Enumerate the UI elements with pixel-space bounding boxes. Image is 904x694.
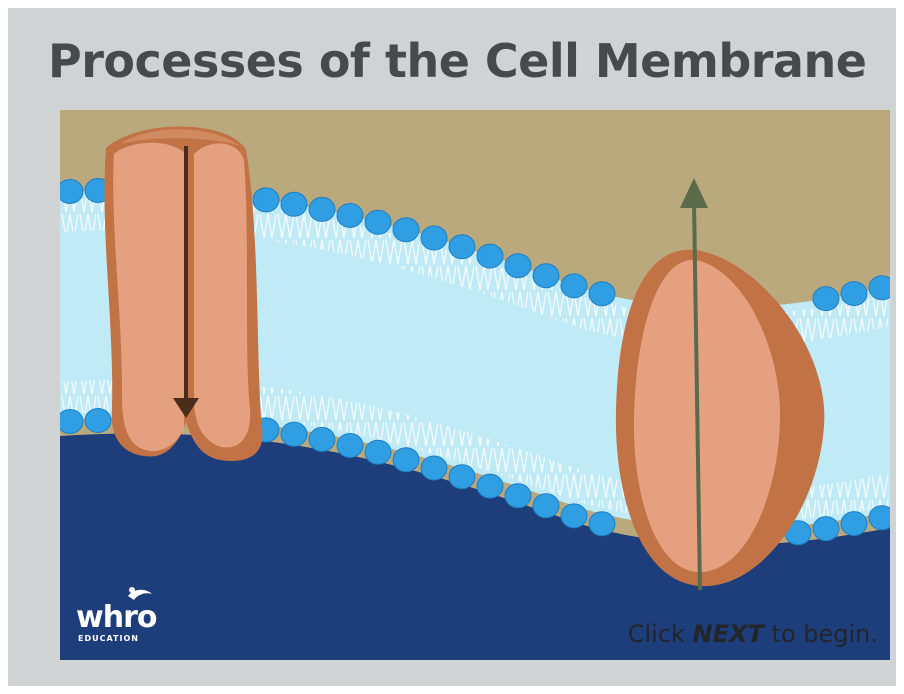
caption-next-emphasis: NEXT <box>693 620 764 648</box>
membrane-diagram <box>60 110 890 660</box>
phosphate-head <box>85 409 111 433</box>
whro-logo: whro EDUCATION <box>76 586 156 646</box>
logo-wordmark: whro <box>76 600 156 635</box>
phosphate-head <box>449 465 475 489</box>
phosphate-head <box>561 274 587 298</box>
phosphate-head <box>253 188 279 212</box>
phosphate-head <box>449 235 475 259</box>
phosphate-head <box>841 512 867 536</box>
phosphate-head <box>309 427 335 451</box>
phosphate-head <box>393 218 419 242</box>
phosphate-head <box>365 440 391 464</box>
caption-suffix: to begin. <box>764 620 878 648</box>
phosphate-head <box>841 282 867 306</box>
phosphate-head <box>813 287 839 311</box>
phosphate-head <box>281 192 307 216</box>
phosphate-head <box>813 517 839 541</box>
instruction-caption: Click NEXT to begin. <box>628 620 878 648</box>
phosphate-head <box>869 506 890 530</box>
phosphate-head <box>309 197 335 221</box>
phosphate-head <box>365 210 391 234</box>
phosphate-head <box>533 264 559 288</box>
phosphate-head <box>281 422 307 446</box>
phosphate-head <box>421 456 447 480</box>
phosphate-head <box>60 179 83 203</box>
slide-background: Processes of the Cell Membrane <box>8 8 896 686</box>
phosphate-head <box>533 494 559 518</box>
phosphate-head <box>60 409 83 433</box>
cell-membrane-illustration: whro EDUCATION Click NEXT to begin. <box>60 110 890 660</box>
phosphate-head <box>421 226 447 250</box>
phosphate-head <box>589 282 615 306</box>
phosphate-head <box>589 512 615 536</box>
phosphate-head <box>561 504 587 528</box>
phosphate-head <box>393 448 419 472</box>
phosphate-head <box>337 433 363 457</box>
phosphate-head <box>477 244 503 268</box>
caption-prefix: Click <box>628 620 693 648</box>
phosphate-head <box>505 254 531 278</box>
phosphate-head <box>337 203 363 227</box>
phosphate-head <box>869 276 890 300</box>
logo-subtitle: EDUCATION <box>78 634 139 643</box>
phosphate-head <box>477 474 503 498</box>
phosphate-head <box>505 484 531 508</box>
page-title: Processes of the Cell Membrane <box>48 34 866 88</box>
